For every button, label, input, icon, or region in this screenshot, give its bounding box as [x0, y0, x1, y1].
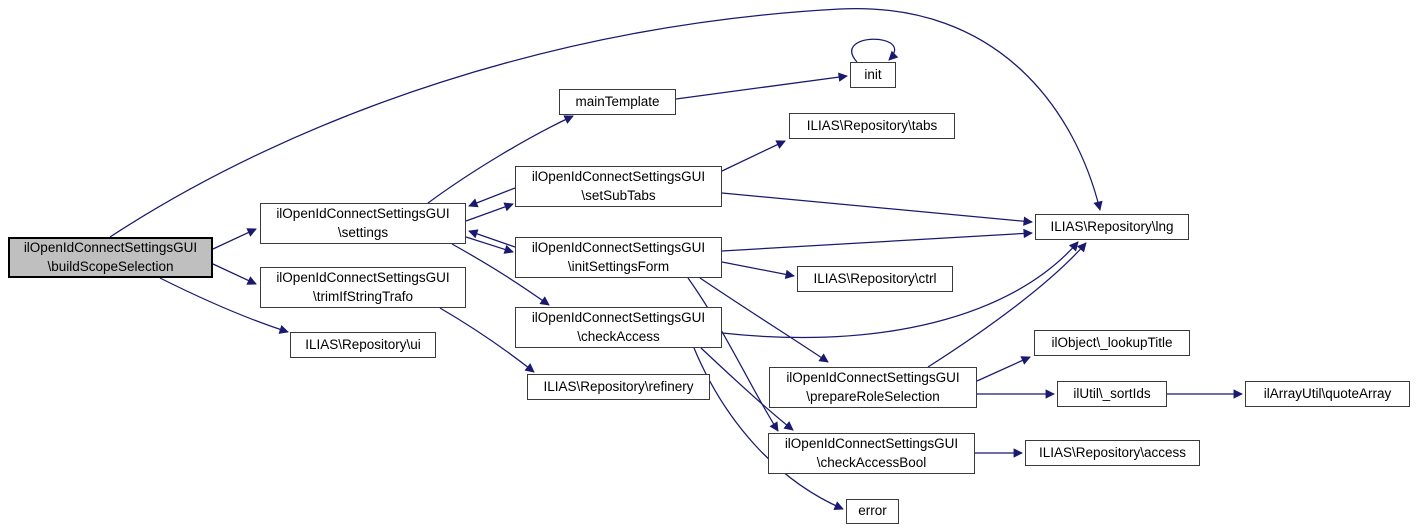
graph-node-refinery[interactable]: ILIAS\Repository\refinery [527, 374, 710, 400]
graph-node-init[interactable]: init [850, 62, 896, 88]
graph-node-lng[interactable]: ILIAS\Repository\lng [1035, 214, 1189, 240]
graph-node-tabs[interactable]: ILIAS\Repository\tabs [789, 113, 955, 139]
edge-buildScopeSelection-to-lng [109, 8, 1103, 238]
edge-initSettingsForm-to-lng [721, 228, 1033, 252]
graph-node-initSettingsForm[interactable]: ilOpenIdConnectSettingsGUI \initSettings… [515, 237, 722, 278]
edge-trimIfStringTrafo-to-refinery [439, 307, 535, 373]
edge-initSettingsForm-to-checkAccessBool [687, 277, 779, 432]
edge-setSubTabs-to-tabs [721, 140, 786, 172]
graph-node-prepareRoleSelection[interactable]: ilOpenIdConnectSettingsGUI \prepareRoleS… [769, 367, 977, 408]
graph-node-setSubTabs[interactable]: ilOpenIdConnectSettingsGUI \setSubTabs [515, 166, 722, 207]
graph-node-quoteArray[interactable]: ilArrayUtil\quoteArray [1245, 381, 1410, 407]
graph-node-mainTemplate[interactable]: mainTemplate [559, 89, 676, 115]
graph-node-error[interactable]: error [846, 499, 899, 524]
edge-mainTemplate-to-init [675, 72, 848, 100]
edge-initSettingsForm-to-settings [468, 229, 516, 248]
graph-node-sortIds[interactable]: ilUtil\_sortIds [1057, 381, 1167, 407]
graph-node-checkAccess[interactable]: ilOpenIdConnectSettingsGUI \checkAccess [515, 307, 722, 348]
edge-setSubTabs-to-settings [468, 187, 516, 208]
graph-node-buildScopeSelection[interactable]: ilOpenIdConnectSettingsGUI \buildScopeSe… [8, 237, 213, 278]
graph-node-ctrl[interactable]: ILIAS\Repository\ctrl [797, 266, 953, 292]
edge-initSettingsForm-to-ctrl [721, 261, 795, 279]
edge-checkAccess-to-checkAccessBool [700, 347, 794, 431]
edge-settings-to-initSettingsForm [465, 236, 514, 254]
edge-setSubTabs-to-lng [721, 192, 1033, 226]
graph-node-settings[interactable]: ilOpenIdConnectSettingsGUI \settings [260, 203, 466, 244]
edge-initSettingsForm-to-prepareRoleSelection [699, 277, 829, 363]
graph-node-access[interactable]: ILIAS\Repository\access [1025, 440, 1200, 466]
edge-settings-to-setSubTabs [465, 202, 514, 222]
edge-prepareRoleSelection-to-lng [927, 242, 1087, 368]
edge-buildScopeSelection-to-trimIfStringTrafo [212, 263, 257, 285]
edge-checkAccess-to-lng [721, 241, 1079, 338]
edge-buildScopeSelection-to-ui [159, 277, 289, 334]
edge-settings-to-mainTemplate [427, 115, 574, 204]
graph-node-trimIfStringTrafo[interactable]: ilOpenIdConnectSettingsGUI \trimIfString… [260, 267, 466, 308]
graph-node-ui[interactable]: ILIAS\Repository\ui [290, 332, 436, 358]
graph-node-checkAccessBool[interactable]: ilOpenIdConnectSettingsGUI \checkAccessB… [768, 433, 975, 474]
graph-node-lookupTitle[interactable]: ilObject\_lookupTitle [1034, 330, 1190, 356]
edge-settings-to-checkAccess [451, 243, 550, 306]
edge-init-to-init [851, 38, 899, 63]
edge-prepareRoleSelection-to-lookupTitle [976, 356, 1031, 382]
edge-buildScopeSelection-to-settings [212, 228, 257, 250]
